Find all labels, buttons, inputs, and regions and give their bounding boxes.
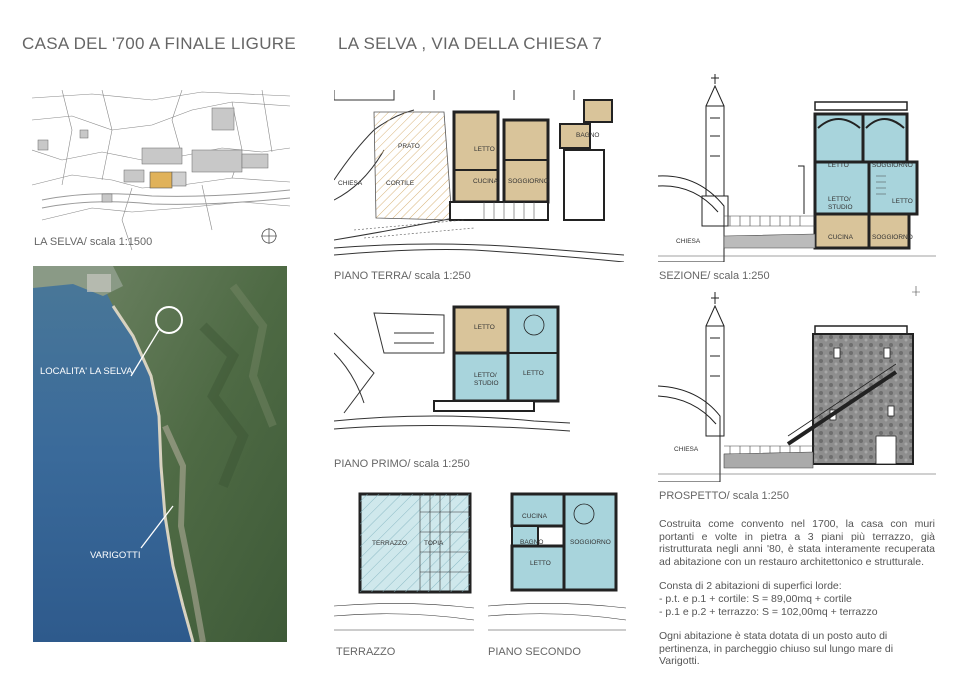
room-terrazzo: TERRAZZO bbox=[372, 540, 408, 547]
room-letto-ground: LETTO bbox=[474, 146, 495, 153]
room-letto-studio-first: LETTO/ STUDIO bbox=[474, 372, 499, 387]
room-cucina-ground: CUCINA bbox=[473, 178, 498, 185]
section-letto-studio: LETTO/ STUDIO bbox=[828, 196, 853, 211]
label-locality: LOCALITA' LA SELVA bbox=[40, 366, 133, 377]
aerial-photo bbox=[33, 266, 287, 642]
description: Costruita come convento nel 1700, la cas… bbox=[659, 518, 935, 680]
ground-floor-caption: PIANO TERRA/ scala 1:250 bbox=[334, 270, 471, 282]
room-letto-second: LETTO bbox=[530, 560, 551, 567]
section-soggiorno-1: SOGGIORNO bbox=[872, 162, 913, 169]
room-letto-first-top: LETTO bbox=[474, 324, 495, 331]
section-letto-1: LETTO bbox=[828, 162, 849, 169]
second-floor-caption: PIANO SECONDO bbox=[488, 646, 581, 658]
room-cortile: CORTILE bbox=[386, 180, 415, 187]
description-para-2-line-1: - p.t. e p.1 + cortile: S = 89,00mq + co… bbox=[659, 592, 852, 605]
description-para-2-title: Consta di 2 abitazioni di superfici lord… bbox=[659, 580, 842, 593]
section-caption: SEZIONE/ scala 1:250 bbox=[659, 270, 770, 282]
room-bagno-ground: BAGNO bbox=[576, 132, 600, 139]
ground-floor-plan bbox=[334, 90, 624, 262]
room-topia: TOPIA bbox=[424, 540, 444, 547]
elevation-chiesa: CHIESA bbox=[674, 446, 699, 453]
section-drawing bbox=[658, 66, 936, 262]
terrace-caption: TERRAZZO bbox=[336, 646, 396, 658]
terrace-plan bbox=[334, 482, 474, 638]
first-floor-plan bbox=[334, 293, 570, 435]
second-floor-plan bbox=[488, 482, 626, 638]
title-left: CASA DEL '700 A FINALE LIGURE bbox=[22, 34, 296, 53]
section-chiesa: CHIESA bbox=[676, 238, 701, 245]
site-plan-caption: LA SELVA/ scala 1:1500 bbox=[34, 236, 153, 248]
label-varigotti: VARIGOTTI bbox=[90, 550, 141, 561]
description-para-3: Ogni abitazione è stata dotata di un pos… bbox=[659, 630, 894, 668]
section-soggiorno-2: SOGGIORNO bbox=[872, 234, 913, 241]
room-soggiorno-ground: SOGGIORNO bbox=[508, 178, 549, 185]
elevation-caption: PROSPETTO/ scala 1:250 bbox=[659, 490, 790, 502]
first-floor-caption: PIANO PRIMO/ scala 1:250 bbox=[334, 458, 470, 470]
description-para-2: Consta di 2 abitazioni di superfici lord… bbox=[659, 580, 935, 618]
title-right: LA SELVA , VIA DELLA CHIESA 7 bbox=[338, 34, 603, 53]
room-chiesa-ground: CHIESA bbox=[338, 180, 363, 187]
room-letto-first: LETTO bbox=[523, 370, 544, 377]
site-plan bbox=[32, 90, 290, 250]
description-para-1: Costruita come convento nel 1700, la cas… bbox=[659, 518, 935, 568]
room-prato: PRATO bbox=[398, 143, 420, 150]
description-para-2-line-2: - p.1 e p.2 + terrazzo: S = 102,00mq + t… bbox=[659, 605, 878, 618]
room-soggiorno-second: SOGGIORNO bbox=[570, 539, 611, 546]
section-letto-2: LETTO bbox=[892, 198, 913, 205]
room-cucina-second: CUCINA bbox=[522, 513, 547, 520]
room-bagno-second: BAGNO bbox=[520, 539, 544, 546]
elevation-drawing bbox=[658, 286, 936, 482]
section-cucina: CUCINA bbox=[828, 234, 853, 241]
